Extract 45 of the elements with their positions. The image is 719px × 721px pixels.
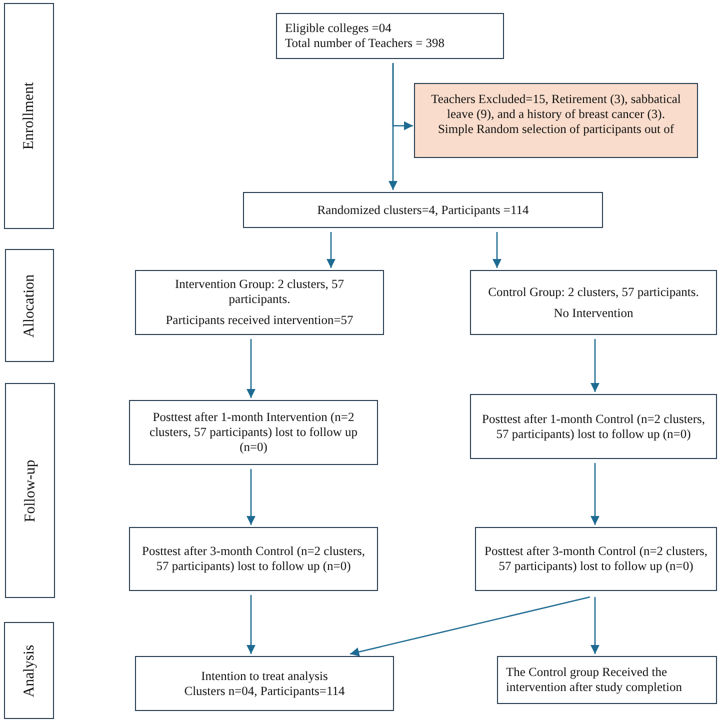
- process-box: [497, 656, 717, 704]
- process-box: [475, 527, 717, 591]
- box-text: Clusters n=04, Participants=114: [183, 684, 346, 698]
- process-box: [470, 270, 717, 335]
- box-text: Simple Random selection of participants out of: [436, 122, 676, 137]
- process-box: [135, 656, 394, 711]
- arrow: [388, 63, 398, 190]
- box-text: No Intervention: [552, 306, 634, 320]
- process-box: [129, 527, 378, 591]
- box-text: Intervention Group: 2 clusters, 57 participants.: [174, 277, 346, 307]
- box-text: Randomized clusters=4, Participants =114: [316, 202, 530, 218]
- arrow: [246, 339, 256, 398]
- exclusion-box: [414, 83, 698, 158]
- arrow: [246, 469, 256, 525]
- box-text: Eligible colleges =04: [285, 21, 392, 36]
- box-text: Posttest after 3-month Control (n=2 clusters, 57 participants) lost to follow up (n=0): [484, 544, 708, 574]
- arrow: [590, 597, 600, 654]
- box-text: Control Group: 2 clusters, 57 participants.: [487, 284, 700, 300]
- arrow: [590, 339, 600, 392]
- box-text: Total number of Teachers = 398: [285, 36, 446, 51]
- process-box: [243, 192, 603, 228]
- process-box: [276, 13, 504, 59]
- stage-label: Enrollment: [20, 82, 38, 150]
- arrow: [350, 596, 590, 656]
- stage-box: [4, 622, 54, 719]
- arrow: [590, 463, 600, 525]
- stage-label: Analysis: [20, 644, 38, 697]
- arrow: [326, 232, 336, 268]
- box-text: Participants received intervention=57: [164, 313, 354, 328]
- box-text: Teachers Excluded=15, Retirement (3), sabbatical leave (9), and a history of breast cancer (3).: [430, 92, 682, 122]
- process-box: [135, 270, 384, 335]
- stage-box: [5, 383, 55, 598]
- box-text: Posttest after 1-month Control (n=2 clusters, 57 participants) lost to follow up (n=0): [481, 412, 706, 442]
- arrow: [246, 595, 256, 654]
- stage-box: [5, 249, 54, 362]
- process-box: [129, 400, 378, 465]
- stage-label: Allocation: [20, 274, 38, 338]
- box-text: The Control group Received the intervention after study completion: [506, 665, 683, 695]
- box-text: Intention to treat analysis: [200, 668, 329, 684]
- stage-label: Follow-up: [21, 459, 39, 522]
- arrow: [492, 232, 502, 268]
- process-box: [470, 394, 717, 459]
- box-text: Posttest after 3-month Control (n=2 clusters, 57 participants) lost to follow up (n=0): [141, 544, 366, 574]
- box-text: Posttest after 1-month Intervention (n=2 clusters, 57 participants) lost to follow up (n=0): [148, 410, 358, 455]
- stage-box: [4, 3, 54, 229]
